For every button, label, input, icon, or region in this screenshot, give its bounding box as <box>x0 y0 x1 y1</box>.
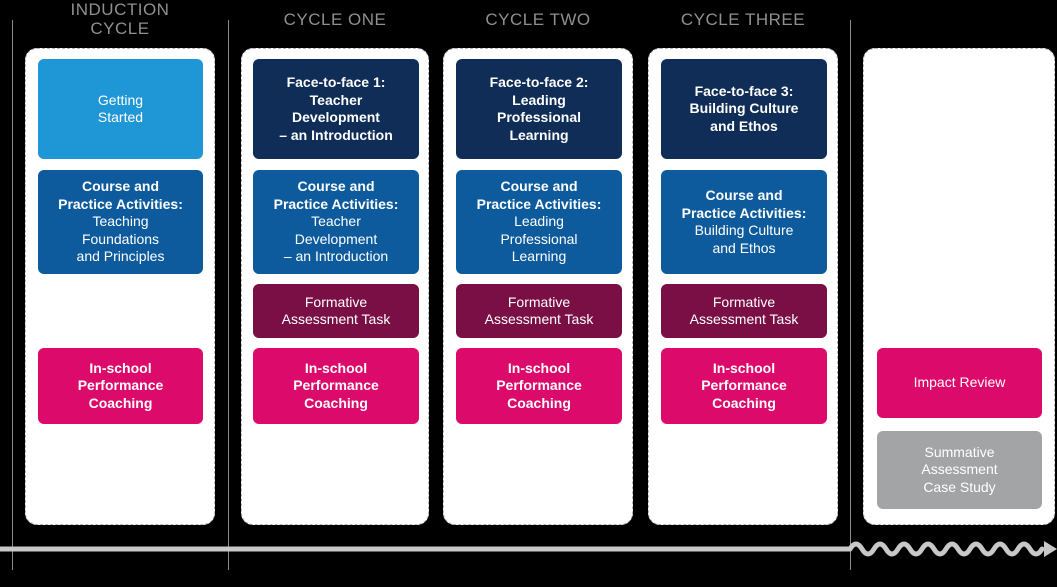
column-header-cycle-one: CYCLE ONE <box>241 10 429 29</box>
card-title: Course and Practice Activities: <box>681 187 807 221</box>
column-header-text: CYCLE ONE <box>283 10 387 29</box>
card-body: Formative Assessment Task <box>281 293 391 328</box>
card-course-activities: Course and Practice Activities: Leading … <box>456 170 622 274</box>
card-in-school-coaching: In-school Performance Coaching <box>456 348 622 424</box>
column-panel-cycle-two: Face-to-face 2: Leading Professional Lea… <box>443 48 633 525</box>
card-title: Face-to-face 1: Teacher Development – an… <box>279 74 393 143</box>
card-formative-assessment: Formative Assessment Task <box>661 284 827 338</box>
column-panel-induction: Getting Started Course and Practice Acti… <box>25 48 215 525</box>
card-body: Impact Review <box>913 374 1006 391</box>
card-body: Leading Professional Learning <box>500 213 578 265</box>
card-body: Teacher Development – an Introduction <box>283 213 389 265</box>
card-title: Face-to-face 3: Building Culture and Eth… <box>689 82 799 134</box>
card-formative-assessment: Formative Assessment Task <box>253 284 419 338</box>
card-impact-review: Impact Review <box>877 348 1042 418</box>
card-body: Getting Started <box>97 91 144 126</box>
column-panel-cycle-three: Face-to-face 3: Building Culture and Eth… <box>648 48 838 525</box>
column-header-text: INDUCTION CYCLE <box>70 0 170 38</box>
card-title: In-school Performance Coaching <box>77 359 164 411</box>
card-formative-assessment: Formative Assessment Task <box>456 284 622 338</box>
column-panel-final: Impact Review Summative Assessment Case … <box>863 48 1055 525</box>
card-summative-assessment: Summative Assessment Case Study <box>877 431 1042 509</box>
divider-line <box>12 20 13 570</box>
divider-line <box>228 20 229 570</box>
card-body: Teaching Foundations and Principles <box>76 213 165 265</box>
card-title: In-school Performance Coaching <box>496 359 582 411</box>
card-course-activities: Course and Practice Activities: Teaching… <box>38 170 203 274</box>
column-header-cycle-two: CYCLE TWO <box>443 10 633 29</box>
card-body: Summative Assessment Case Study <box>921 443 998 495</box>
timeline-arrow <box>0 541 1057 557</box>
card-course-activities: Course and Practice Activities: Teacher … <box>253 170 419 274</box>
card-getting-started: Getting Started <box>38 59 203 159</box>
card-in-school-coaching: In-school Performance Coaching <box>253 348 419 424</box>
card-in-school-coaching: In-school Performance Coaching <box>38 348 203 424</box>
column-header-induction: INDUCTION CYCLE <box>25 0 215 38</box>
column-header-text: CYCLE TWO <box>485 10 591 29</box>
card-body: Building Culture and Ethos <box>694 222 794 256</box>
card-title: Course and Practice Activities: <box>476 178 602 212</box>
card-face-to-face: Face-to-face 2: Leading Professional Lea… <box>456 59 622 159</box>
card-body: Formative Assessment Task <box>689 293 799 328</box>
card-course-activities: Course and Practice Activities: Building… <box>661 170 827 274</box>
card-title: In-school Performance Coaching <box>293 359 379 411</box>
column-header-cycle-three: CYCLE THREE <box>648 10 838 29</box>
card-title: Course and Practice Activities: <box>58 178 183 212</box>
column-header-text: CYCLE THREE <box>680 10 806 29</box>
timeline-wave <box>847 541 1045 557</box>
card-title: In-school Performance Coaching <box>701 359 787 411</box>
timeline-arrowhead-icon <box>1044 541 1057 557</box>
card-title: Course and Practice Activities: <box>273 178 399 212</box>
divider-line <box>850 20 851 570</box>
card-title: Face-to-face 2: Leading Professional Lea… <box>489 74 589 143</box>
card-face-to-face: Face-to-face 1: Teacher Development – an… <box>253 59 419 159</box>
card-body: Formative Assessment Task <box>484 293 594 328</box>
card-in-school-coaching: In-school Performance Coaching <box>661 348 827 424</box>
card-face-to-face: Face-to-face 3: Building Culture and Eth… <box>661 59 827 159</box>
column-panel-cycle-one: Face-to-face 1: Teacher Development – an… <box>241 48 429 525</box>
